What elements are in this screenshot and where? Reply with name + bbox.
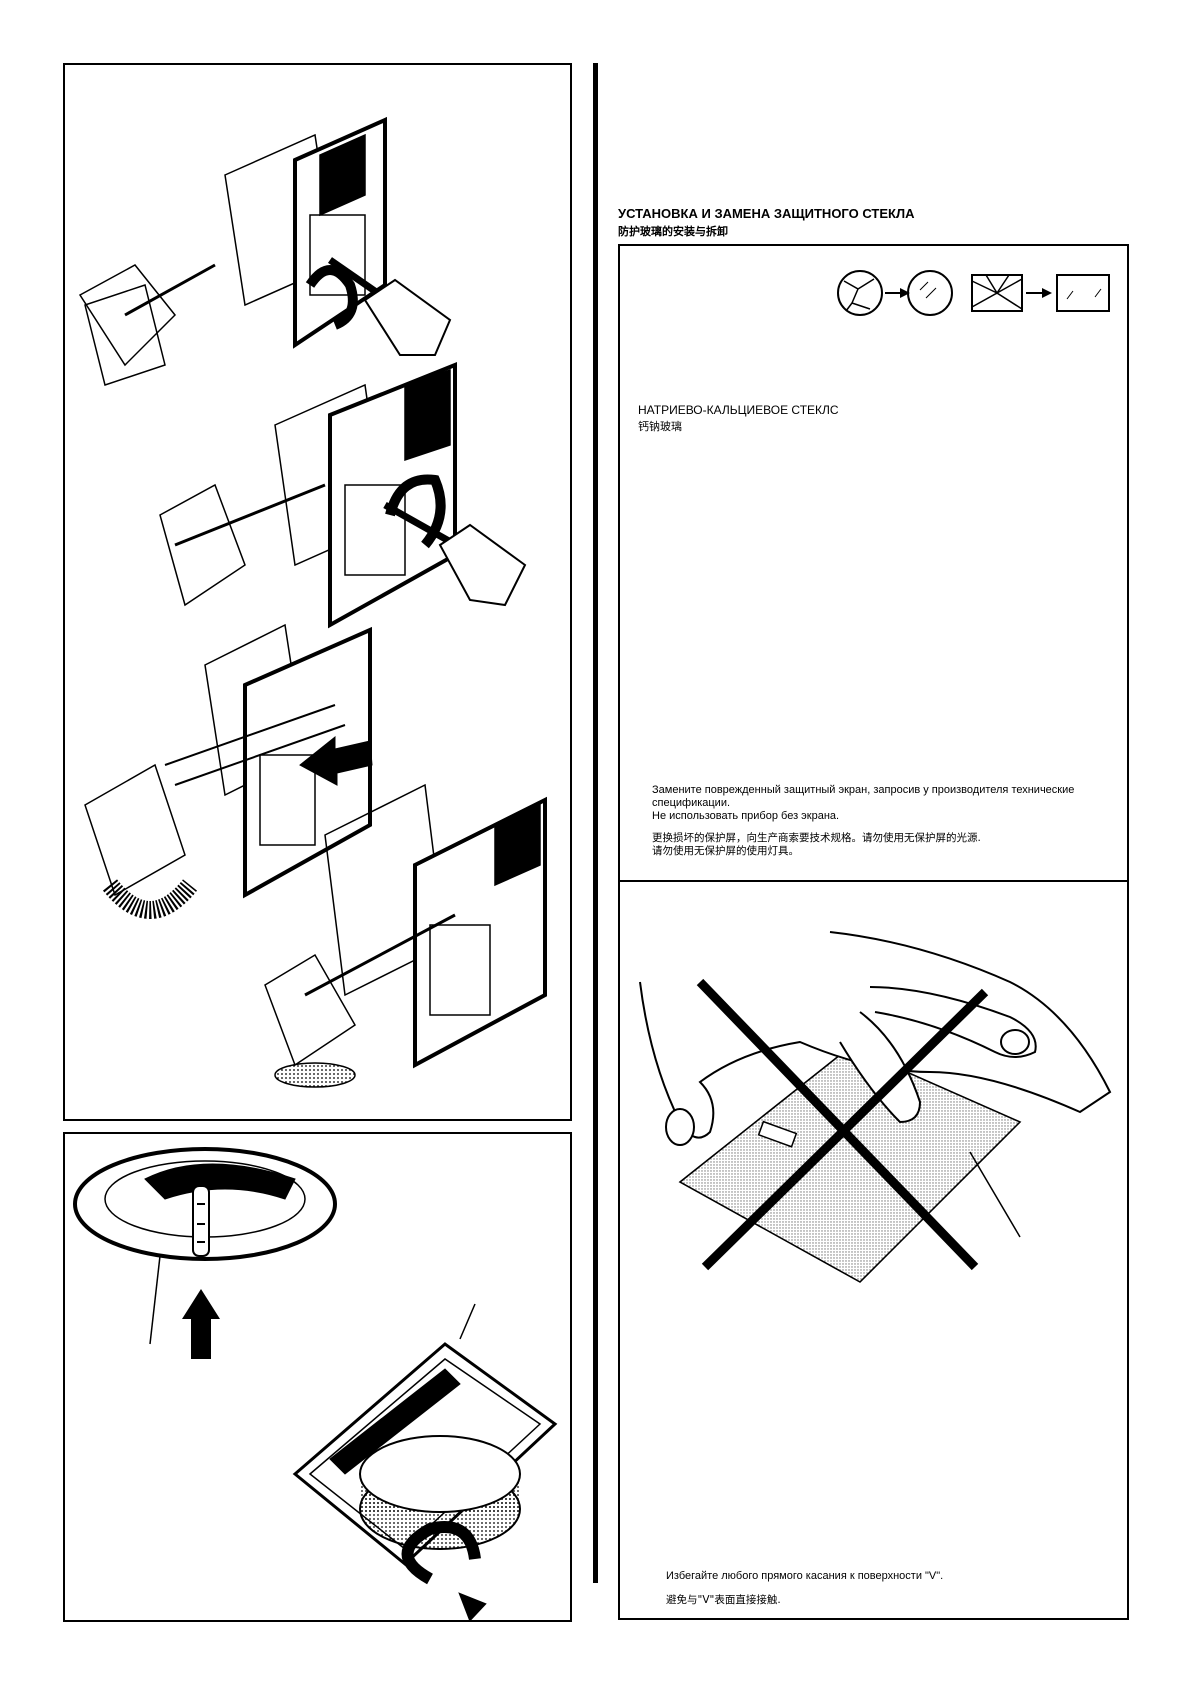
glass-material-cn: 钙钠玻璃 bbox=[638, 420, 682, 433]
replace-note-cn-2: 请勿使用无保护屏的使用灯具。 bbox=[652, 845, 799, 857]
lamp-install-illustration bbox=[73, 1147, 558, 1620]
mounting-steps-illustration bbox=[78, 116, 547, 1088]
arrow-icon bbox=[182, 1289, 220, 1359]
arrow-icon bbox=[299, 735, 373, 786]
no-touch-warning-cn: 避免与"V"表面直接接触. bbox=[666, 1594, 781, 1606]
step1-illustration bbox=[78, 116, 387, 386]
step4-illustration bbox=[264, 783, 547, 1088]
glass-replacement-panel: НАТРИЕВО-КАЛЬЦИЕВОЕ СТЕКЛС 钙钠玻璃 Замените… bbox=[618, 244, 1129, 882]
arrow-icon bbox=[885, 288, 910, 298]
replace-note-ru-2: спецификации. bbox=[652, 797, 731, 809]
broken-round-glass-icon bbox=[837, 270, 883, 316]
intact-rect-glass-icon bbox=[1056, 274, 1110, 312]
replace-note-cn-1: 更换损坏的保护屏，向生产商索要技术规格。请勿使用无保护屏的光源. bbox=[652, 832, 981, 844]
replace-note-ru-1: Замените поврежденный защитный экран, за… bbox=[652, 784, 1075, 796]
lamp-cap bbox=[359, 1435, 521, 1620]
glass-material-ru: НАТРИЕВО-КАЛЬЦИЕВОЕ СТЕКЛС bbox=[638, 403, 839, 417]
intact-round-glass-icon bbox=[907, 270, 953, 316]
lamp-install-panel bbox=[63, 1132, 572, 1622]
column-divider bbox=[593, 63, 598, 1583]
section-title-cn: 防护玻璃的安装与拆卸 bbox=[618, 225, 728, 238]
mounting-steps-panel bbox=[63, 63, 572, 1121]
no-touch-illustration bbox=[639, 931, 1112, 1283]
broken-rect-glass-icon bbox=[971, 274, 1023, 312]
replace-note-ru-3: Не использовать прибор без экрана. bbox=[652, 810, 840, 822]
section-title-ru: УСТАНОВКА И ЗАМЕНА ЗАЩИТНОГО СТЕКЛА bbox=[618, 206, 915, 221]
no-touch-panel: Избегайте любого прямого касания к повер… bbox=[618, 880, 1129, 1620]
screwdriver-icon bbox=[305, 257, 452, 356]
step2-illustration bbox=[159, 362, 457, 629]
glass-replacement-icons bbox=[837, 270, 1110, 316]
do-not-touch-cross-icon bbox=[696, 978, 989, 1271]
screwdriver-icon bbox=[383, 474, 527, 607]
arrow-icon bbox=[1026, 288, 1052, 298]
bulb-icon bbox=[192, 1185, 210, 1257]
no-touch-warning-ru: Избегайте любого прямого касания к повер… bbox=[666, 1570, 944, 1582]
